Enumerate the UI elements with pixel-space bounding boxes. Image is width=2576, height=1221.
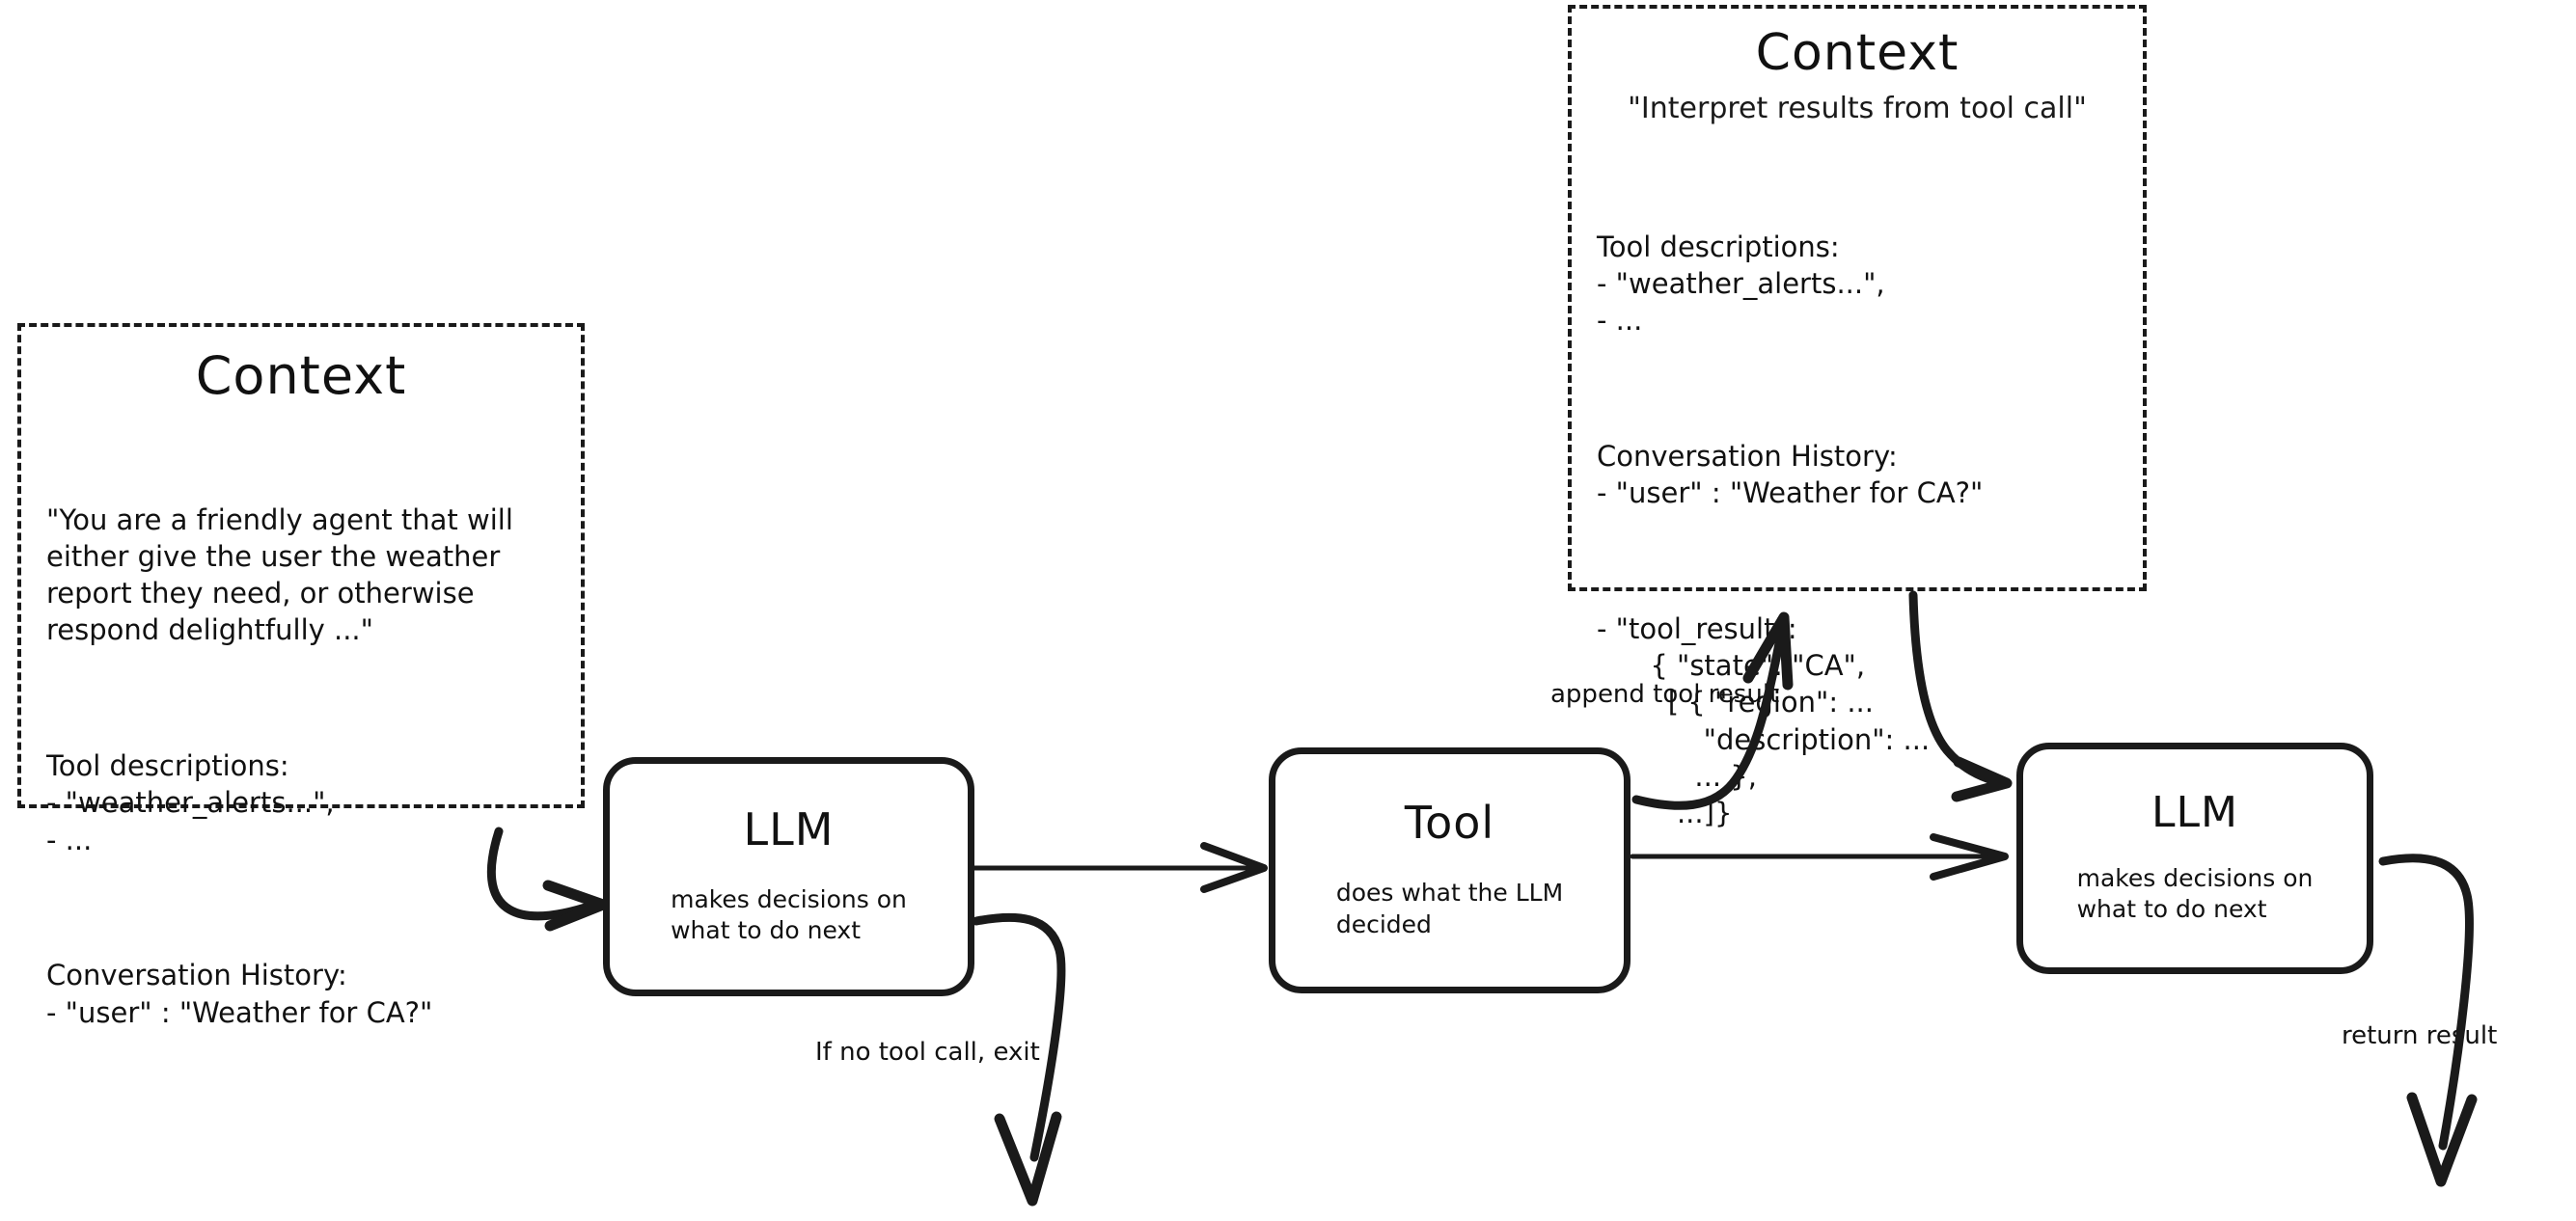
node-tool-title: Tool: [1404, 797, 1495, 849]
context-box-after-tool: Context "Interpret results from tool cal…: [1568, 5, 2147, 829]
context-right-title: Context: [1755, 24, 1959, 82]
node-llm-first-title: LLM: [743, 802, 835, 855]
context-left-title: Context: [195, 345, 407, 406]
node-llm-first[interactable]: LLM makes decisions on what to do next: [603, 757, 974, 996]
node-llm-second[interactable]: LLM makes decisions on what to do next: [2016, 743, 2373, 974]
node-llm-second-subtitle: makes decisions on what to do next: [2076, 863, 2314, 924]
context-left-body: "You are a friendly agent that will eith…: [46, 427, 556, 1105]
context-box-initial: Context "You are a friendly agent that w…: [17, 323, 585, 1029]
edge-label-if-no-tool-call-exit: If no tool call, exit: [815, 1038, 1040, 1067]
context-right-conversation-history: Conversation History: - "user" : "Weathe…: [1597, 439, 1984, 510]
edge-label-return-result: return result: [2342, 1021, 2498, 1050]
edge-label-append-tool-result: append tool result: [1550, 680, 1780, 709]
context-right-tool-descriptions: Tool descriptions: - "weather_alerts..."…: [1597, 230, 1885, 338]
node-tool-subtitle: does what the LLM decided: [1335, 879, 1564, 938]
node-llm-first-subtitle: makes decisions on what to do next: [671, 884, 907, 945]
context-left-conversation-history: Conversation History: - "user" : "Weathe…: [46, 959, 433, 1029]
node-tool[interactable]: Tool does what the LLM decided: [1269, 747, 1631, 993]
arrow-llm-first-to-tool: [970, 842, 1268, 893]
context-right-system-prompt: "Interpret results from tool call": [1628, 92, 2087, 125]
context-left-system-prompt: "You are a friendly agent that will eith…: [46, 502, 513, 647]
context-left-tool-descriptions: Tool descriptions: - "weather_alerts..."…: [46, 749, 335, 856]
node-llm-second-title: LLM: [2151, 787, 2238, 837]
arrow-llm-second-return: [2378, 854, 2478, 1187]
